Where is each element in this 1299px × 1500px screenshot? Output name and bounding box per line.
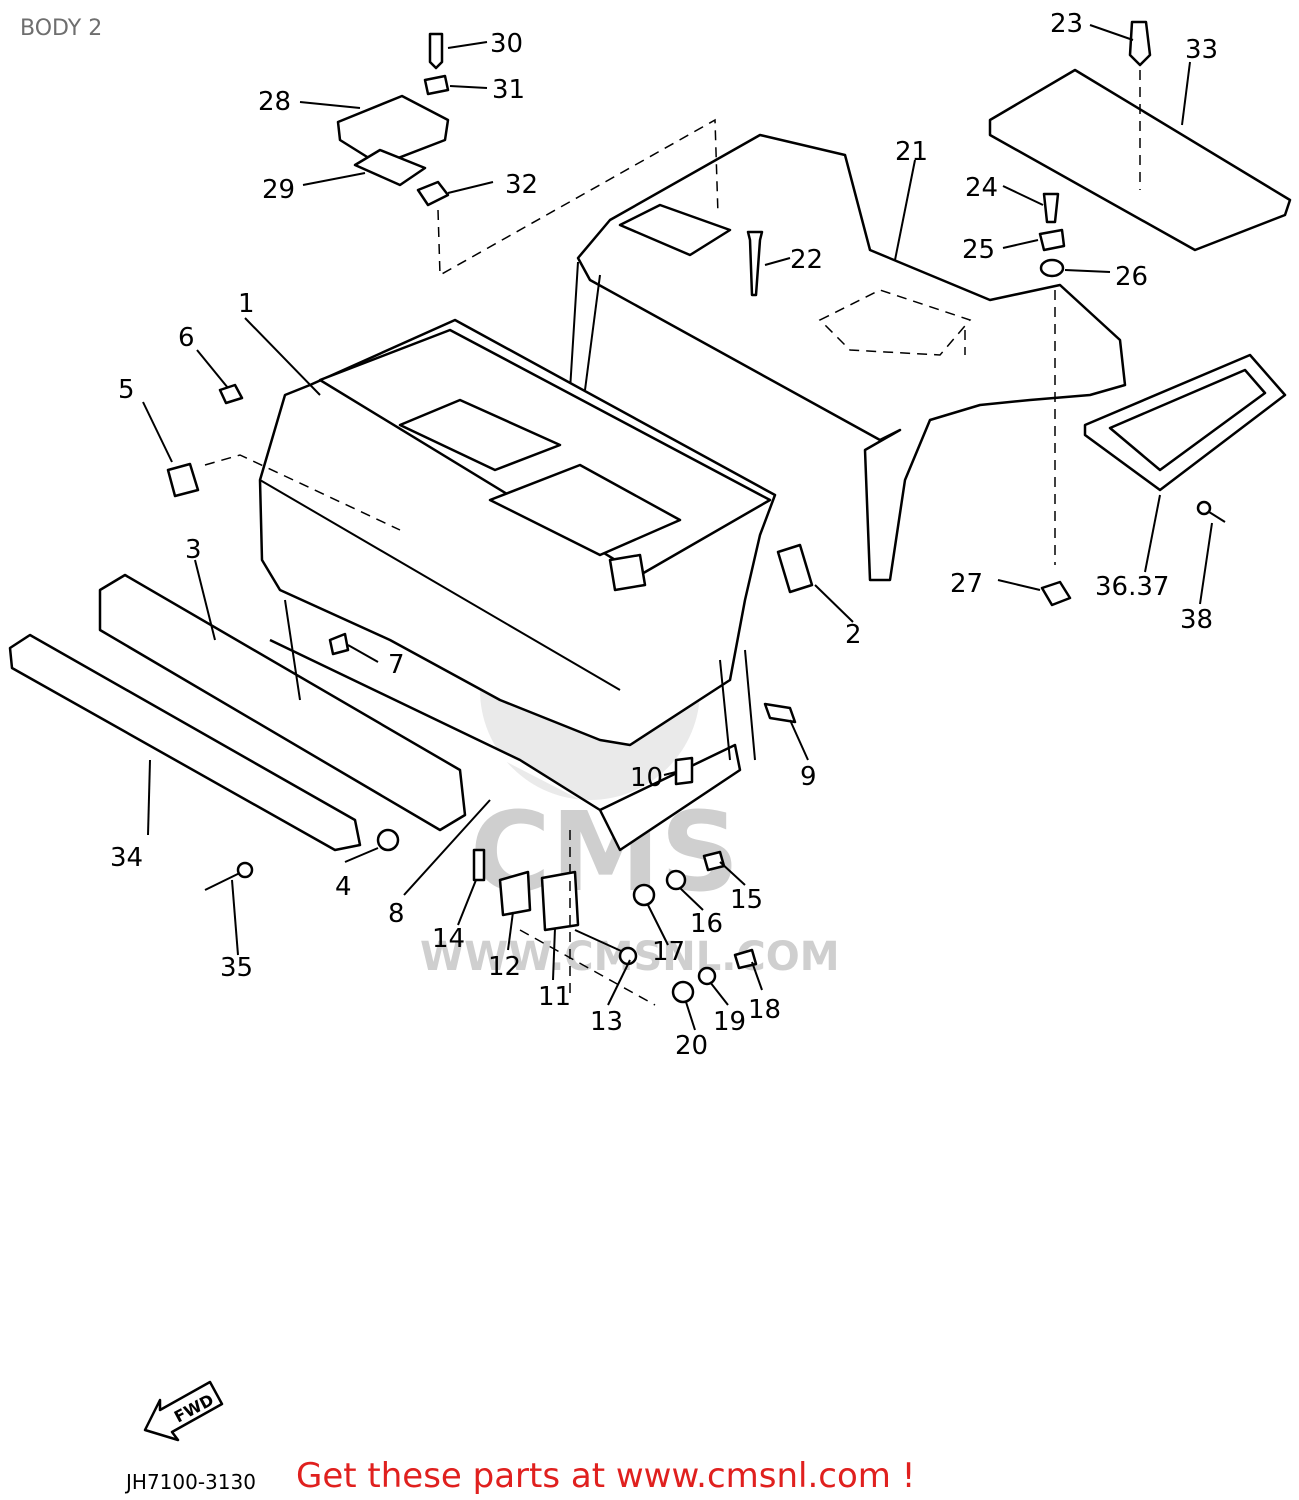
callout-23: 23 xyxy=(1050,9,1083,39)
callout-6: 6 xyxy=(178,323,195,353)
callout-19: 19 xyxy=(713,1007,746,1037)
callout-31: 31 xyxy=(492,75,525,105)
bumper-part-34 xyxy=(8,633,362,852)
front-body-part-1 xyxy=(258,318,777,747)
callout-2: 2 xyxy=(845,620,862,650)
callout-14: 14 xyxy=(432,924,465,954)
callout-38: 38 xyxy=(1180,605,1213,635)
callout-21: 21 xyxy=(895,137,928,167)
leader-lines xyxy=(142,24,1213,1031)
callout-34: 34 xyxy=(110,843,143,873)
dashed-guides xyxy=(204,70,1141,1006)
callout-25: 25 xyxy=(962,235,995,265)
callout-15: 15 xyxy=(730,885,763,915)
rear-body-part-21 xyxy=(569,133,1127,582)
callout-1: 1 xyxy=(238,289,255,319)
callout-9: 9 xyxy=(800,762,817,792)
hardware xyxy=(143,20,1226,1442)
callout-18: 18 xyxy=(748,995,781,1025)
callout-16: 16 xyxy=(690,909,723,939)
diagram-code: JH7100-3130 xyxy=(126,1470,256,1494)
callout-33: 33 xyxy=(1185,35,1218,65)
callout-10: 10 xyxy=(630,763,663,793)
callout-27: 27 xyxy=(950,569,983,599)
frame-rails xyxy=(269,599,756,852)
callout-3: 3 xyxy=(185,535,202,565)
mat-part-36-37 xyxy=(1083,353,1287,492)
callout-5: 5 xyxy=(118,375,135,405)
callout-13: 13 xyxy=(590,1007,623,1037)
callout-24: 24 xyxy=(965,173,998,203)
callout-labels: 30 31 28 29 32 23 33 21 22 24 25 26 27 3… xyxy=(110,9,1218,1427)
callout-26: 26 xyxy=(1115,262,1148,292)
callout-11: 11 xyxy=(538,982,571,1012)
callout-17: 17 xyxy=(652,937,685,967)
cta-link[interactable]: Get these parts at www.cmsnl.com ! xyxy=(296,1456,916,1496)
bumper-part-3 xyxy=(98,573,467,832)
callout-36-37: 36.37 xyxy=(1095,572,1169,602)
callout-8: 8 xyxy=(388,899,405,929)
callout-7: 7 xyxy=(388,650,405,680)
callout-30: 30 xyxy=(490,29,523,59)
callout-4: 4 xyxy=(335,872,352,902)
callout-32: 32 xyxy=(505,170,538,200)
callout-12: 12 xyxy=(488,952,521,982)
callout-29: 29 xyxy=(262,175,295,205)
page-title: BODY 2 xyxy=(20,16,103,41)
callout-22: 22 xyxy=(790,245,823,275)
callout-20: 20 xyxy=(675,1031,708,1061)
callout-35: 35 xyxy=(220,953,253,983)
callout-28: 28 xyxy=(258,87,291,117)
